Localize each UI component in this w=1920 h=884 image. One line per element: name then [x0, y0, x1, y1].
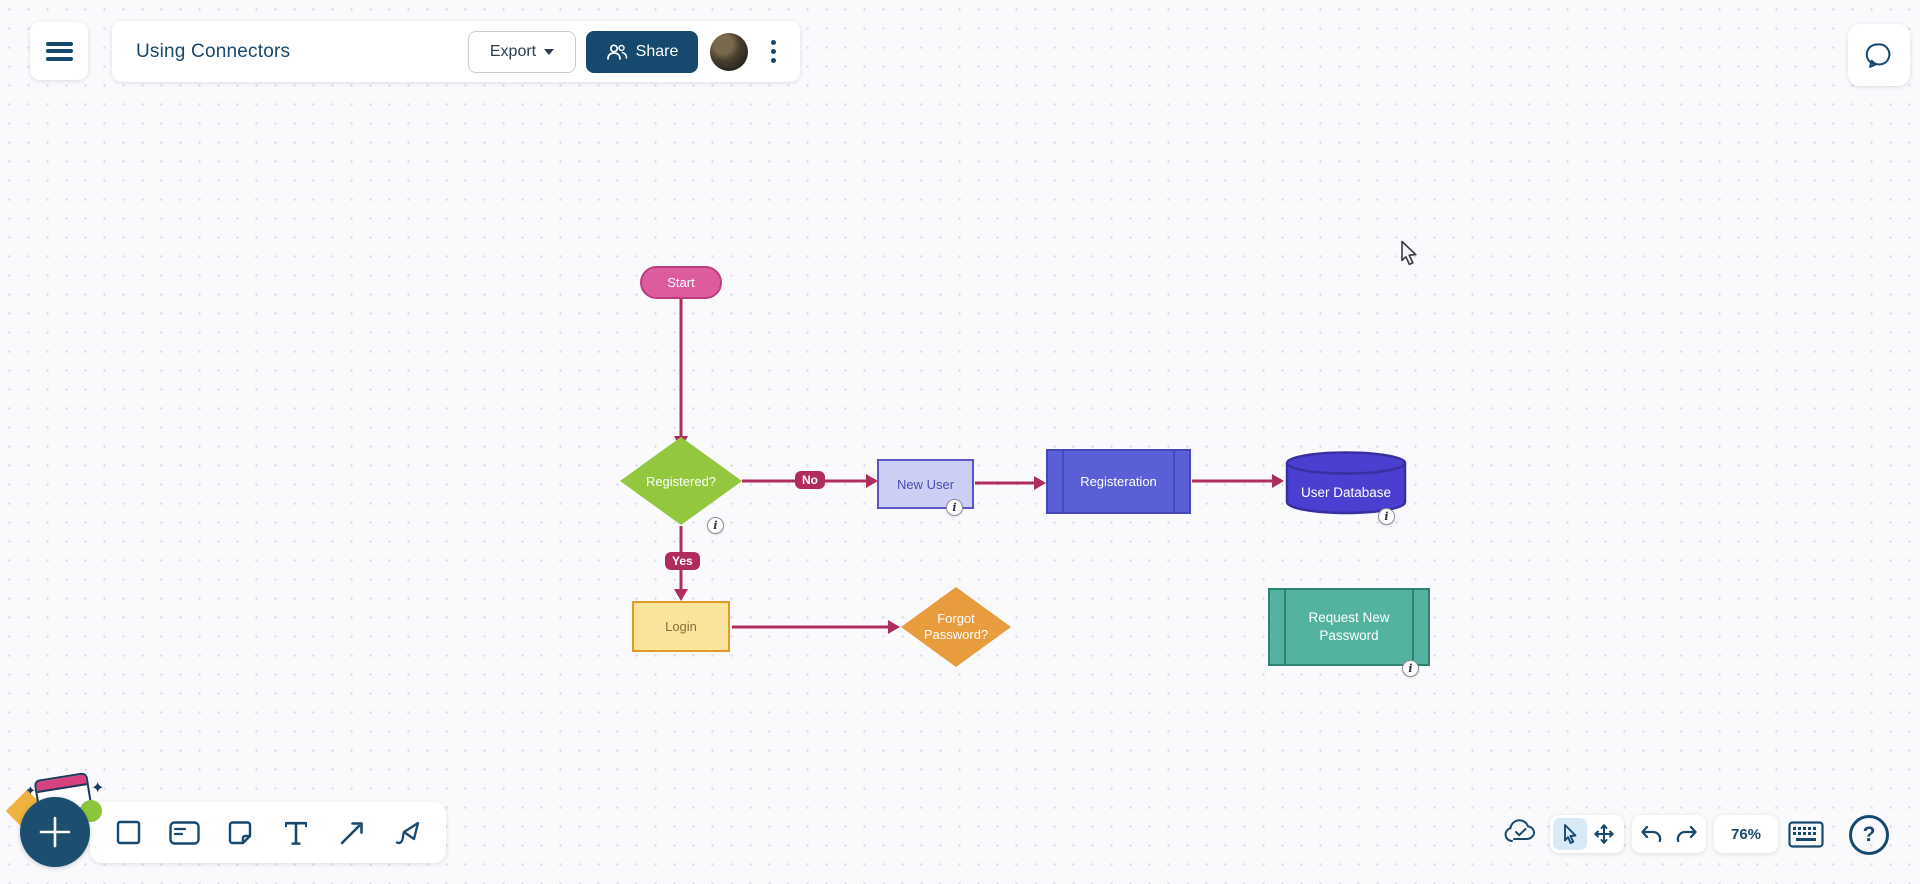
decor-star-icon: ✦: [25, 783, 36, 798]
keyboard-shortcuts-button[interactable]: [1788, 821, 1824, 848]
cloud-sync-status-button[interactable]: [1503, 819, 1539, 847]
arrow-icon: [340, 821, 363, 844]
arrowhead: [888, 620, 900, 634]
main-menu-button[interactable]: [30, 22, 88, 80]
redo-icon: [1676, 825, 1697, 843]
arrowhead: [674, 589, 688, 601]
chat-bubble-icon: [1865, 43, 1891, 68]
info-icon[interactable]: i: [1378, 508, 1395, 525]
node-forgot-password-decision[interactable]: Forgot Password?: [901, 587, 1011, 667]
node-label: Registeration: [1080, 474, 1157, 489]
predefined-process-line: [1173, 450, 1175, 513]
node-user-database[interactable]: User Database: [1285, 451, 1407, 515]
connector-label-no[interactable]: No: [795, 471, 825, 489]
node-registered-decision[interactable]: Registered?: [620, 437, 742, 525]
document-title[interactable]: Using Connectors: [136, 40, 291, 62]
predefined-process-line: [1412, 589, 1414, 665]
history-group: [1632, 815, 1706, 853]
more-options-button[interactable]: [762, 33, 784, 71]
move-icon: [1594, 824, 1614, 844]
export-button-label: Export: [489, 42, 537, 60]
shape-toolbar: [90, 802, 446, 863]
node-registeration[interactable]: Registeration: [1046, 449, 1191, 514]
node-new-user[interactable]: New User: [877, 459, 974, 509]
note-tool-button[interactable]: [212, 802, 268, 863]
document-header: Using Connectors Export Share: [112, 21, 800, 82]
node-login[interactable]: Login: [632, 601, 730, 652]
question-mark-icon: ?: [1862, 823, 1876, 846]
info-icon[interactable]: i: [946, 499, 963, 516]
rectangle-shape-icon: [116, 820, 140, 845]
node-label: Forgot Password?: [923, 610, 989, 642]
zoom-level-button[interactable]: 76%: [1714, 815, 1778, 853]
cloud-check-icon: [1504, 819, 1535, 842]
node-label: Start: [667, 275, 695, 290]
share-button[interactable]: Share: [586, 30, 698, 73]
pointer-tool-group: [1550, 815, 1624, 853]
zoom-level-value: 76%: [1730, 825, 1762, 843]
user-avatar[interactable]: [710, 32, 748, 71]
select-tool-button[interactable]: [1553, 818, 1587, 850]
keyboard-icon: [1788, 821, 1824, 848]
cursor-arrow-icon: [1564, 824, 1577, 844]
connector-label-yes[interactable]: Yes: [665, 552, 700, 570]
undo-icon: [1641, 825, 1662, 843]
info-icon[interactable]: i: [707, 517, 724, 534]
people-icon: [606, 43, 627, 60]
mouse-cursor-icon: [1400, 240, 1419, 268]
text-tool-button[interactable]: [268, 802, 324, 863]
chevron-down-icon: [544, 48, 555, 55]
card-tool-button[interactable]: [156, 802, 212, 863]
node-label: User Database: [1300, 484, 1392, 500]
undo-button[interactable]: [1634, 818, 1668, 850]
sticky-note-icon: [228, 820, 252, 844]
node-label: New User: [896, 476, 955, 492]
decor-star-icon: ✦: [91, 780, 105, 797]
predefined-process-line: [1284, 589, 1286, 665]
export-button[interactable]: Export: [468, 30, 576, 73]
comments-button[interactable]: [1848, 24, 1910, 86]
pan-tool-button[interactable]: [1587, 818, 1621, 850]
node-start[interactable]: Start: [640, 266, 722, 299]
add-shape-button[interactable]: [20, 797, 90, 867]
text-icon: [285, 821, 307, 845]
node-label: Request New Password: [1308, 610, 1390, 643]
laser-pointer-tool-button[interactable]: [380, 802, 436, 863]
arrowhead: [1272, 474, 1284, 488]
plus-icon: [39, 816, 71, 848]
info-icon[interactable]: i: [1402, 660, 1419, 677]
node-label: Login: [665, 619, 697, 634]
laser-pointer-icon: [395, 821, 420, 844]
redo-button[interactable]: [1670, 818, 1704, 850]
node-request-new-password[interactable]: Request New Password: [1268, 588, 1430, 666]
connector-tool-button[interactable]: [324, 802, 380, 863]
predefined-process-line: [1062, 450, 1064, 513]
help-button[interactable]: ?: [1849, 815, 1889, 855]
hamburger-icon: [45, 41, 73, 61]
card-icon: [168, 820, 200, 845]
node-label: Registered?: [645, 473, 717, 489]
share-button-label: Share: [635, 42, 679, 60]
database-cylinder-shape: [1285, 451, 1407, 515]
shape-tool-button[interactable]: [100, 802, 156, 863]
arrowhead: [1034, 476, 1046, 490]
